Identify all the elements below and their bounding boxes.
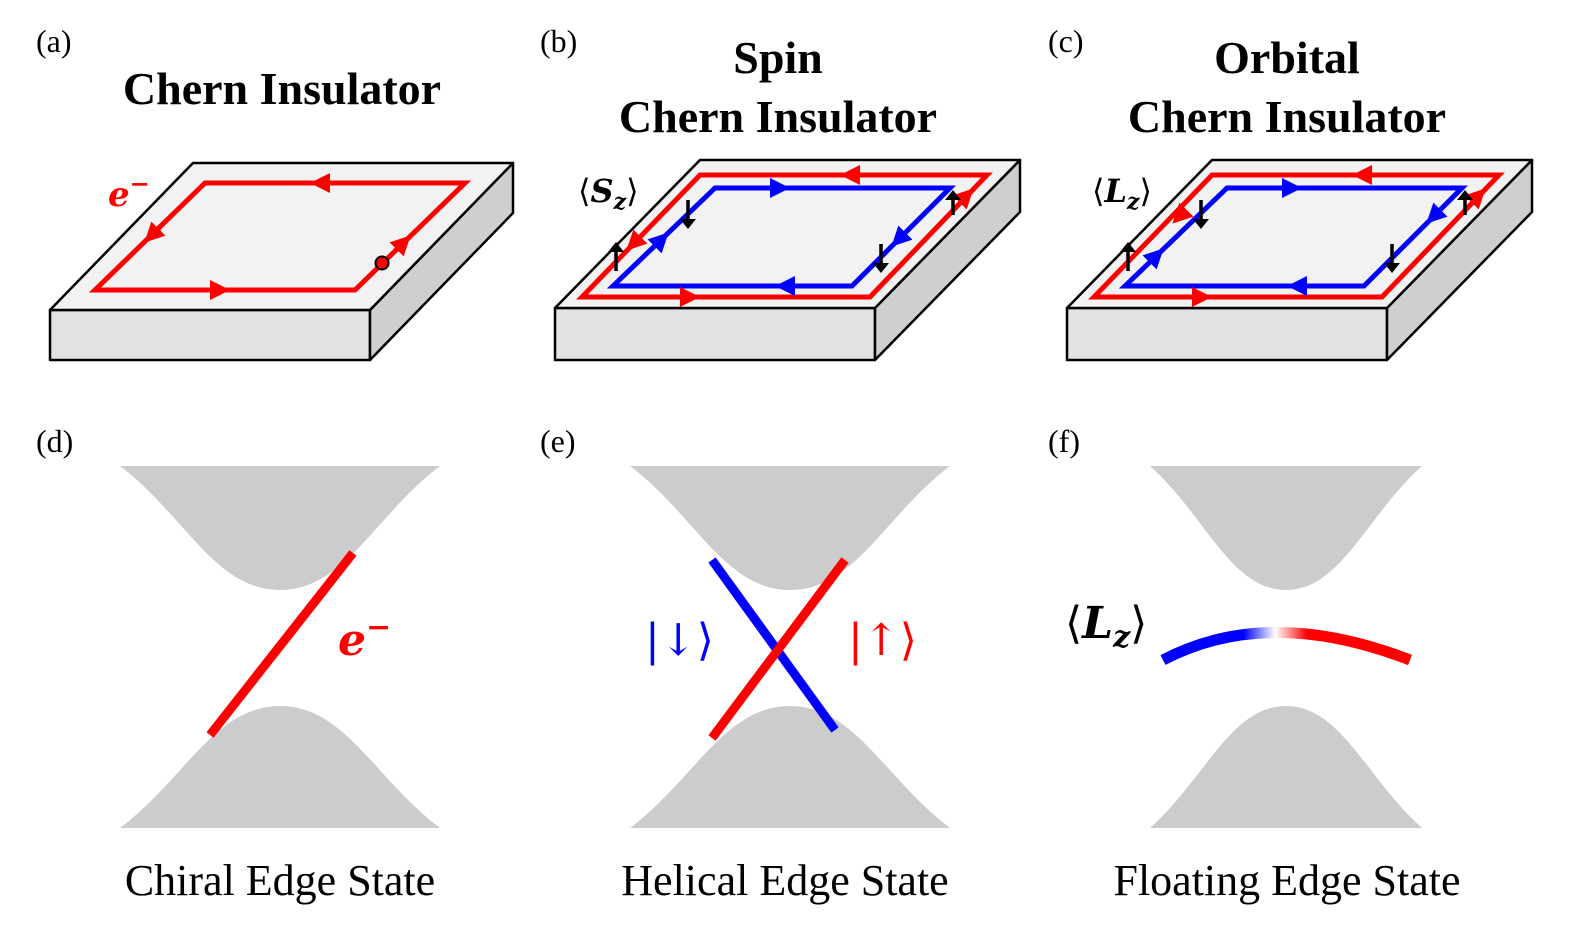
conduction-band-d (120, 466, 440, 590)
panel-label-a: (a) (36, 23, 72, 59)
quantity-label-b: ⟨Sz⟩ (578, 172, 639, 215)
panel-title-a: Chern Insulator (123, 63, 441, 114)
slab-top-c (1065, 158, 1534, 310)
edge-arrow-red-left-b (626, 229, 648, 251)
panel-f: (f) ⟨Lz⟩ Floating Edge State (1048, 423, 1461, 905)
edge-arrow-blue-left-b (647, 232, 669, 254)
panel-title-b-line1: Spin (733, 32, 823, 83)
panel-title-c-line2: Chern Insulator (1128, 91, 1446, 142)
electron-dot-icon (374, 255, 390, 271)
spin-edge-loop-blue-b (606, 185, 957, 289)
panel-label-b: (b) (540, 23, 577, 59)
slab-a (48, 161, 515, 362)
slab-b (553, 158, 1022, 362)
edge-arrow-blue-right-b (891, 225, 913, 247)
panel-label-e: (e) (540, 423, 576, 459)
conduction-band-e (630, 466, 950, 590)
spin-down-edge-dispersion (708, 557, 839, 733)
up-arrow-icon (945, 190, 961, 200)
panel-title-b-line2: Chern Insulator (619, 91, 937, 142)
valence-band-d (120, 706, 440, 828)
edge-arrow-red-right-c (1464, 188, 1486, 210)
spin-up-label: |↑⟩ (848, 615, 917, 666)
panel-label-d: (d) (36, 423, 73, 459)
slab-top-a (48, 161, 515, 312)
quantity-label-f: ⟨Lz⟩ (1065, 598, 1147, 655)
panel-c: (c) Orbital Chern Insulator ⟨Lz⟩ (1048, 23, 1534, 362)
edge-arrow-right-a (389, 235, 411, 257)
panel-label-f: (f) (1048, 423, 1080, 459)
quantity-label-c: ⟨Lz⟩ (1092, 172, 1152, 215)
slab-c (1065, 158, 1534, 362)
valence-band-f (1150, 706, 1422, 828)
orbital-arrows-c (1120, 190, 1473, 273)
chiral-edge-loop-a (88, 180, 472, 293)
panel-b: (b) Spin Chern Insulator ⟨Sz⟩ (540, 23, 1022, 362)
floating-edge-dispersion (1160, 627, 1412, 666)
panel-title-c-line1: Orbital (1214, 32, 1360, 83)
slab-front-b (553, 306, 877, 362)
edge-arrow-blue-left-c (1142, 248, 1164, 270)
caption-d: Chiral Edge State (125, 856, 435, 905)
valence-band-e (630, 706, 950, 828)
down-arrow-icon (873, 263, 889, 273)
up-arrow-icon (1120, 242, 1136, 252)
chiral-edge-dispersion (206, 550, 357, 738)
down-arrow-icon (1384, 263, 1400, 273)
panel-d: (d) e− Chiral Edge State (36, 423, 440, 905)
spin-up-edge-dispersion (708, 557, 849, 741)
caption-e: Helical Edge State (621, 856, 948, 905)
spin-down-label: |↓⟩ (645, 615, 714, 666)
spin-edge-loop-red-b (576, 172, 993, 300)
up-arrow-icon (608, 242, 624, 252)
panel-label-c: (c) (1048, 23, 1084, 59)
slab-front-a (48, 308, 372, 362)
slab-top-b (553, 158, 1022, 310)
conduction-band-f (1150, 466, 1422, 590)
edge-arrow-red-right-b (952, 188, 974, 210)
panel-e: (e) |↓⟩ |↑⟩ Helical Edge State (540, 423, 950, 905)
carrier-label-a: e− (108, 169, 150, 215)
panel-a: (a) Chern Insulator e− (36, 23, 515, 362)
edge-arrow-left-a (144, 221, 166, 243)
down-arrow-icon (680, 219, 696, 229)
spin-arrows-b (608, 190, 961, 273)
caption-f: Floating Edge State (1113, 856, 1460, 905)
down-arrow-icon (1193, 219, 1209, 229)
slab-front-c (1065, 306, 1389, 362)
edge-arrow-blue-right-c (1426, 202, 1448, 224)
up-arrow-icon (1457, 190, 1473, 200)
carrier-label-d: e− (338, 610, 391, 666)
edge-arrow-red-left-c (1172, 202, 1194, 224)
